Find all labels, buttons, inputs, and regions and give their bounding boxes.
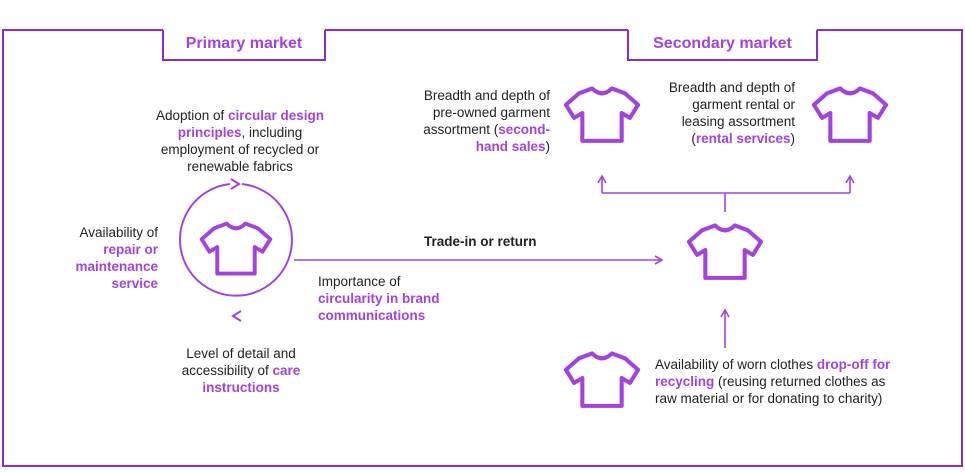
tshirt-icon xyxy=(566,88,638,140)
primary-header-box xyxy=(162,30,326,61)
tshirt-icon xyxy=(814,88,886,140)
adoption-label: Adoption of circular design principles, … xyxy=(155,108,325,174)
tshirt-icon xyxy=(689,225,761,277)
cycle-arrowhead-top xyxy=(230,178,241,190)
cycle-arrows-icon xyxy=(179,183,293,297)
care-label: Level of detail and accessibility of car… xyxy=(181,346,301,395)
importance-label: Importance of circularity in brand commu… xyxy=(318,274,440,323)
secondary-market-header: Secondary market xyxy=(653,35,792,52)
rental-label: Breadth and depth of garment rental or l… xyxy=(668,80,795,146)
second-hand-label: Breadth and depth of pre-owned garment a… xyxy=(423,88,550,154)
trade-in-label: Trade-in or return xyxy=(424,234,537,249)
branch-connector xyxy=(602,192,850,212)
cycle-arrowhead-bottom xyxy=(231,310,242,322)
dropoff-label: Availability of worn clothes drop-off fo… xyxy=(655,357,891,406)
repair-label: Availability of repair or maintenance se… xyxy=(75,225,158,291)
tshirt-icon xyxy=(199,221,273,276)
primary-market-header: Primary market xyxy=(185,35,303,52)
secondary-header-box xyxy=(627,30,818,61)
market-frame xyxy=(2,29,963,467)
tshirt-icon xyxy=(566,353,638,405)
